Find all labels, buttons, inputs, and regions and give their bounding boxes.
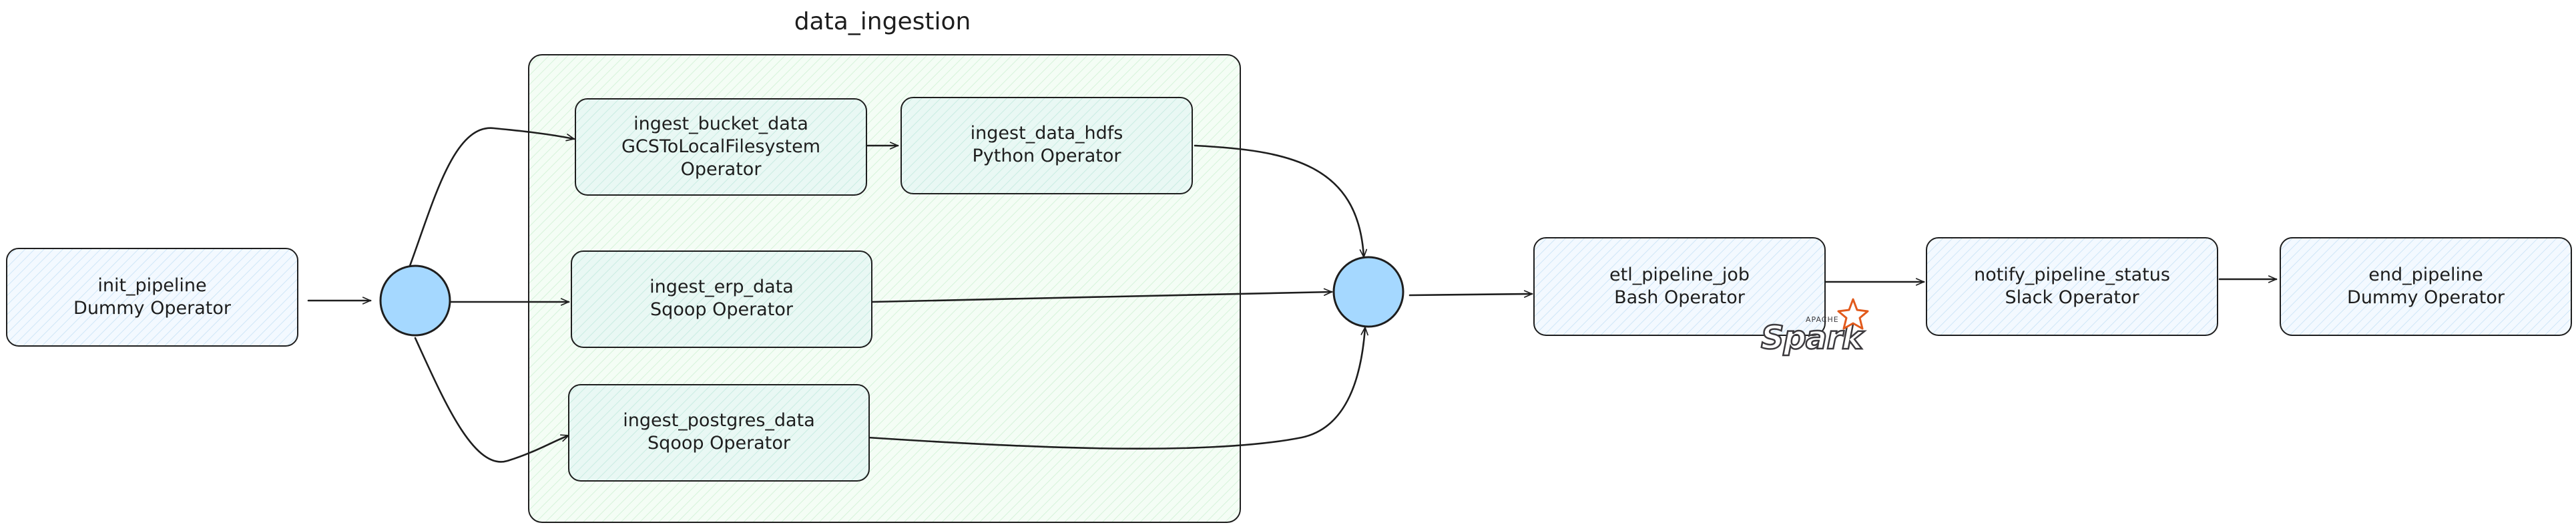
task-notify-pipeline-status[interactable]: notify_pipeline_status Slack Operator bbox=[1926, 237, 2218, 336]
spark-logo-apache: APACHE bbox=[1806, 315, 1839, 324]
task-operator: Bash Operator bbox=[1614, 287, 1746, 308]
task-name: ingest_bucket_data bbox=[633, 114, 808, 134]
task-operator: Dummy Operator bbox=[2347, 287, 2505, 308]
spark-star-icon bbox=[1837, 298, 1869, 330]
edge-junction-to-bucket bbox=[409, 127, 574, 267]
task-name: ingest_data_hdfs bbox=[971, 123, 1123, 144]
edge-junction-to-postgres bbox=[414, 337, 569, 463]
join-junction bbox=[1332, 256, 1404, 328]
task-end-pipeline[interactable]: end_pipeline Dummy Operator bbox=[2280, 237, 2572, 336]
task-operator-suffix: Operator bbox=[681, 159, 762, 180]
task-etl-pipeline-job[interactable]: etl_pipeline_job Bash Operator bbox=[1533, 237, 1826, 336]
task-ingest-data-hdfs[interactable]: ingest_data_hdfs Python Operator bbox=[900, 97, 1193, 194]
task-init-pipeline[interactable]: init_pipeline Dummy Operator bbox=[6, 248, 298, 347]
task-name: ingest_erp_data bbox=[650, 277, 794, 297]
group-title: data_ingestion bbox=[794, 8, 971, 35]
task-operator: Python Operator bbox=[972, 146, 1121, 166]
apache-spark-logo: APACHE Spark bbox=[1760, 298, 1869, 357]
edge-erp-to-junction2 bbox=[870, 292, 1332, 303]
task-name: notify_pipeline_status bbox=[1974, 264, 2170, 285]
edges bbox=[307, 127, 2276, 463]
edge-junction2-to-etl bbox=[1408, 294, 1532, 295]
edge-hdfs-to-junction2 bbox=[1194, 144, 1364, 257]
task-name: end_pipeline bbox=[2368, 264, 2483, 285]
task-name: ingest_postgres_data bbox=[623, 410, 814, 431]
task-operator: Sqoop Operator bbox=[650, 299, 794, 320]
task-operator: GCSToLocalFilesystem bbox=[621, 136, 820, 157]
branch-junction bbox=[379, 264, 451, 337]
task-operator: Sqoop Operator bbox=[648, 433, 791, 454]
task-ingest-postgres-data[interactable]: ingest_postgres_data Sqoop Operator bbox=[568, 384, 870, 482]
task-operator: Slack Operator bbox=[2005, 287, 2139, 308]
task-name: etl_pipeline_job bbox=[1609, 264, 1750, 285]
edge-postgres-to-junction2 bbox=[866, 327, 1365, 450]
task-ingest-bucket-data[interactable]: ingest_bucket_data GCSToLocalFilesystem … bbox=[575, 98, 867, 196]
task-operator: Dummy Operator bbox=[73, 298, 232, 319]
task-ingest-erp-data[interactable]: ingest_erp_data Sqoop Operator bbox=[571, 250, 872, 348]
task-name: init_pipeline bbox=[97, 275, 206, 296]
